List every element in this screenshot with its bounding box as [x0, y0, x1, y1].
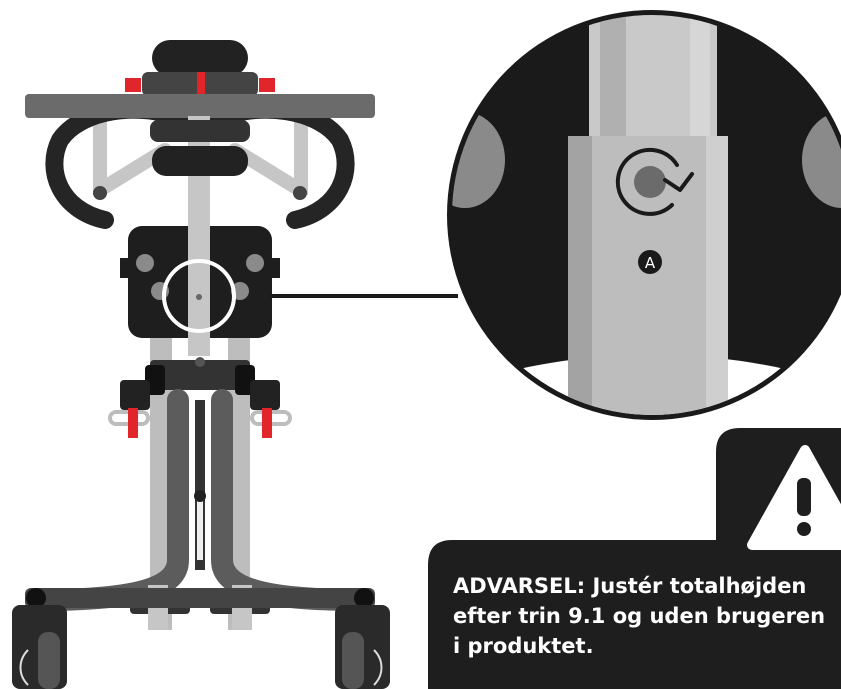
- warning-panel: [428, 428, 841, 689]
- rotate-arrow-icon: [615, 147, 694, 216]
- warning-line-2: efter trin 9.1 og uden brugeren: [453, 604, 826, 628]
- tray-table: [25, 94, 375, 118]
- warning-line-3: i produktet.: [453, 634, 594, 658]
- lower-frame: [25, 357, 375, 630]
- hip-block: [120, 226, 280, 338]
- warning-triangle-icon: [747, 445, 841, 550]
- callout-label: A: [645, 254, 656, 272]
- stander-device: [12, 40, 458, 689]
- adjustment-screw: [634, 166, 666, 198]
- warning-line-1: ADVARSEL: Justér totalhøjden: [453, 574, 807, 598]
- caster-wheels: [12, 605, 390, 689]
- headrest: [125, 40, 275, 96]
- adjustment-highlight-ring: [162, 259, 236, 333]
- callout-marker-a: A: [638, 250, 662, 274]
- warning-text: ADVARSEL: Justér totalhøjden efter trin …: [453, 571, 841, 661]
- rear-frame: [150, 330, 250, 630]
- chest-pad: [152, 146, 248, 176]
